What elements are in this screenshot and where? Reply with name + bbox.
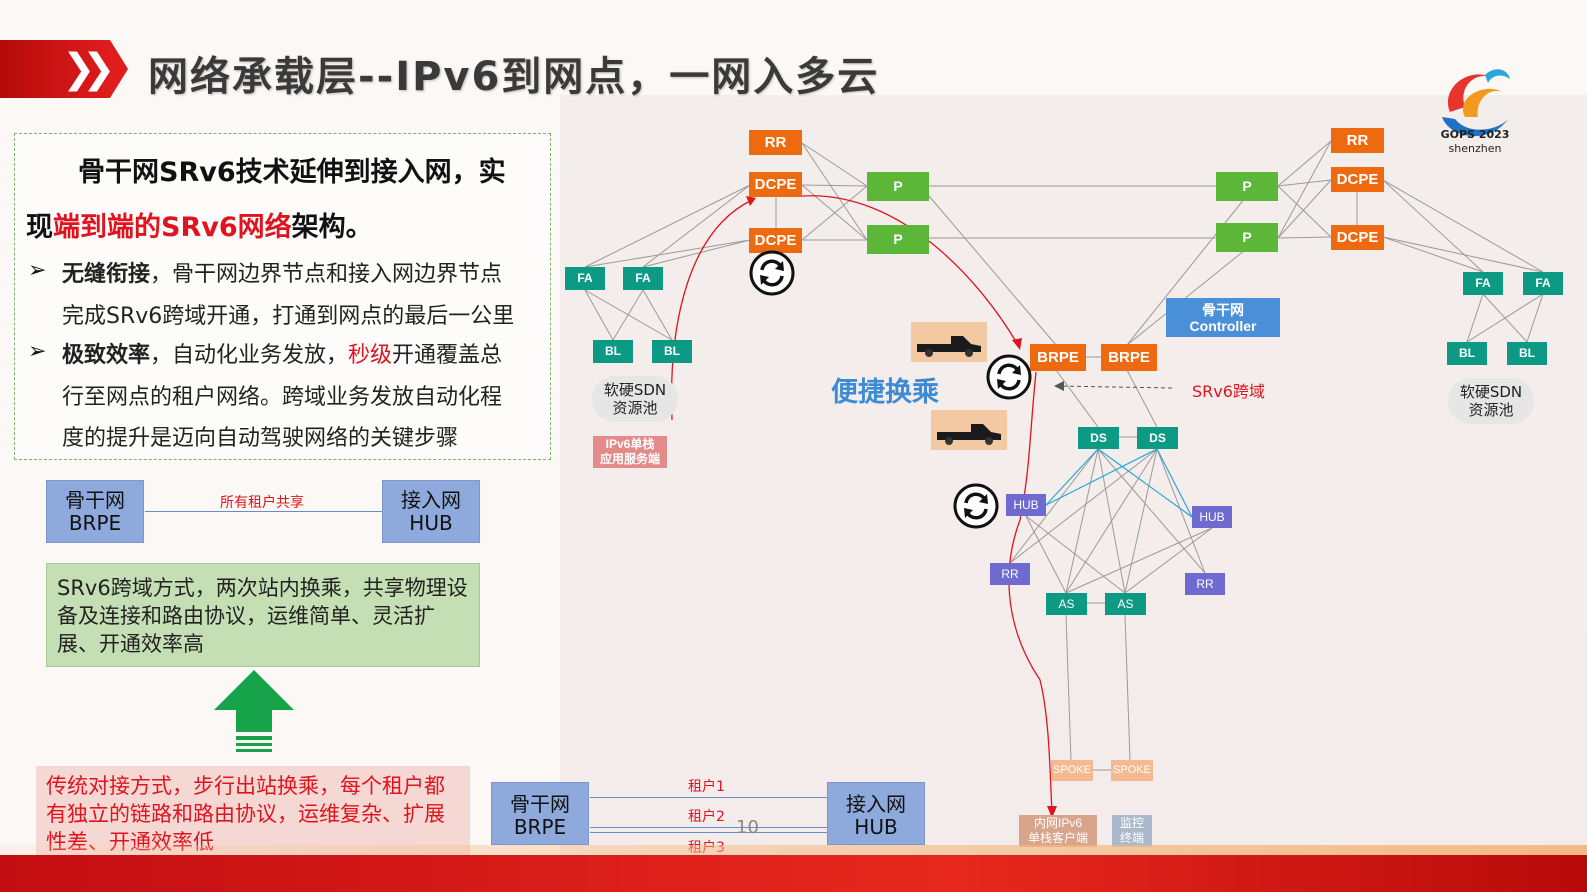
shared-link-line <box>145 511 382 512</box>
sync-icon <box>953 483 999 529</box>
node-p: P <box>867 225 929 254</box>
tenant1-label: 租户1 <box>688 779 725 795</box>
intro-heading-line1: 骨干网SRv6技术延伸到接入网，实 <box>78 157 506 188</box>
logo-subtext: shenzhen <box>1448 142 1502 155</box>
title-banner <box>0 40 110 98</box>
node-rr: RR <box>1331 128 1384 153</box>
transfer-label: 便捷换乘 <box>831 377 939 408</box>
up-arrow-icon <box>214 670 294 752</box>
node-brpe: BRPE <box>1030 344 1086 371</box>
node-rr: RR <box>1185 573 1225 595</box>
sync-icon <box>749 250 795 296</box>
intro-heading-line2: 现端到端的SRv6网络架构。 <box>26 212 373 243</box>
ipv6-server-node: IPv6单栈应用服务端 <box>593 436 667 468</box>
node-hub: HUB <box>1192 506 1232 528</box>
tenant1-link <box>590 797 827 798</box>
truck-icon <box>931 410 1007 450</box>
node-rr: RR <box>749 130 802 155</box>
node-fa: FA <box>1523 272 1563 295</box>
node-p: P <box>1216 172 1278 201</box>
bullet-2-line2: 行至网点的租户网络。跨域业务发放自动化程 <box>62 385 503 410</box>
logo-text: GOPS 2023 <box>1440 128 1510 141</box>
bullet-arrow-icon: ➢ <box>28 258 47 283</box>
node-fa: FA <box>1463 272 1503 295</box>
srv6-cross-domain-label: SRv6跨域 <box>1192 382 1265 401</box>
tenant2-label: 租户2 <box>688 809 725 825</box>
node-fa: FA <box>565 267 605 290</box>
footer-gradient <box>0 845 1587 857</box>
node-dcpe: DCPE <box>749 228 802 253</box>
sync-icon <box>986 354 1032 400</box>
node-hub: HUB <box>1006 494 1046 516</box>
node-dcpe: DCPE <box>1331 167 1384 192</box>
node-as: AS <box>1046 593 1087 615</box>
bullet-2-line1: 极致效率，自动化业务发放，秒级开通覆盖总 <box>62 343 503 368</box>
node-rr: RR <box>990 563 1030 585</box>
node-dcpe: DCPE <box>749 172 802 197</box>
chevron-icon: ❯ <box>82 46 116 92</box>
chevron-icon: ❯ <box>62 46 96 92</box>
shared-link-label: 所有租户共享 <box>220 495 304 511</box>
node-ds: DS <box>1078 427 1119 449</box>
node-p: P <box>867 172 929 201</box>
node-bl: BL <box>1447 342 1487 365</box>
node-as: AS <box>1105 593 1146 615</box>
bullet-arrow-icon: ➢ <box>28 339 47 364</box>
node-bl: BL <box>652 340 692 363</box>
node-brpe: BRPE <box>1101 344 1157 371</box>
page-title: 网络承载层--IPv6到网点，一网入多云 <box>148 54 880 100</box>
node-spoke: SPOKE <box>1051 760 1093 781</box>
tenant2-link <box>590 827 827 828</box>
monitor-terminal-node: 监控终端 <box>1112 815 1152 847</box>
node-p: P <box>1216 223 1278 252</box>
bullet-1-line1: 无缝衔接，骨干网边界节点和接入网边界节点 <box>62 262 503 287</box>
bullet-1-line2: 完成SRv6跨域开通，打通到网点的最后一公里 <box>62 304 515 329</box>
footer-bar <box>0 855 1587 892</box>
node-fa: FA <box>623 267 663 290</box>
traditional-method-box: 传统对接方式，步行出站换乘，每个租户都有独立的链路和路由协议，运维复杂、扩展性差… <box>36 766 470 858</box>
srv6-advantage-box: SRv6跨域方式，两次站内换乘，共享物理设备及连接和路由协议，运维简单、灵活扩展… <box>46 563 480 667</box>
node-bl: BL <box>1507 342 1547 365</box>
bullet-2-line3: 度的提升是迈向自动驾驶网络的关键步骤 <box>62 426 459 451</box>
intro-textbox <box>14 133 551 460</box>
gops-logo-icon <box>1442 69 1510 137</box>
node-bl: BL <box>593 340 633 363</box>
node-ds: DS <box>1137 427 1178 449</box>
node-dcpe: DCPE <box>1331 225 1384 250</box>
truck-icon <box>911 322 987 362</box>
node-spoke: SPOKE <box>1111 760 1153 781</box>
tenant3-link <box>590 832 827 833</box>
title-banner-tip <box>110 40 128 98</box>
page-number: 10 <box>736 817 759 838</box>
